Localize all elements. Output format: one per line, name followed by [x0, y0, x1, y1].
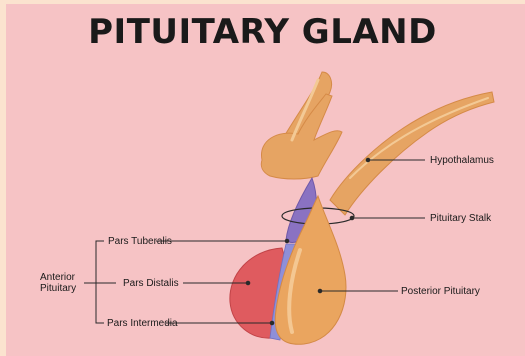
hypothalamus-bulb — [261, 94, 342, 179]
label-pars-tuberalis: Pars Tuberalis — [108, 236, 172, 247]
label-pars-intermedia: Pars Intermedia — [107, 318, 178, 329]
label-anterior-line2: Pituitary — [40, 283, 110, 294]
label-anterior-pituitary: Anterior Pituitary — [40, 272, 110, 294]
posterior-pituitary-shape — [275, 196, 346, 344]
hypothalamus-right-branch — [330, 92, 494, 215]
label-anterior-line1: Anterior — [40, 272, 110, 283]
label-pars-distalis: Pars Distalis — [123, 278, 179, 289]
hypothalamus-structure — [261, 72, 494, 215]
label-hypothalamus: Hypothalamus — [430, 155, 494, 166]
label-pituitary-stalk: Pituitary Stalk — [430, 213, 491, 224]
label-posterior-pituitary: Posterior Pituitary — [401, 286, 480, 297]
